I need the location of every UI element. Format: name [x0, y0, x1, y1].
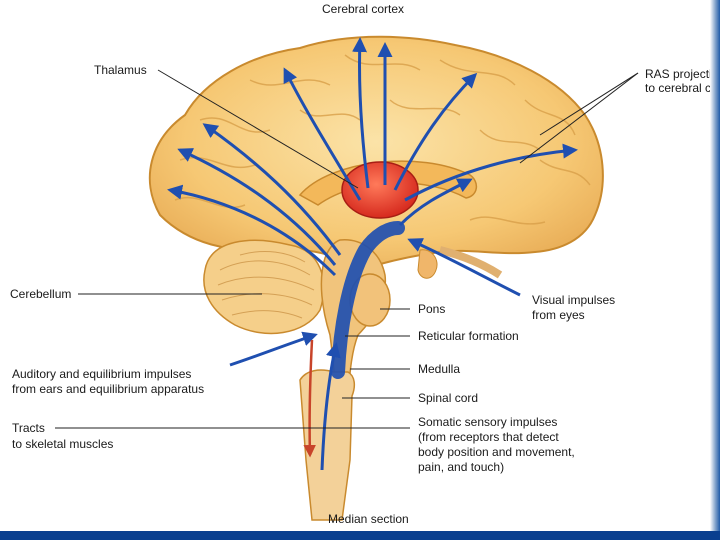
reticular-formation	[331, 221, 405, 379]
label-tracts-2: to skeletal muscles	[12, 437, 114, 451]
visual-impulse-arrow	[407, 238, 521, 297]
label-reticular-formation: Reticular formation	[418, 329, 519, 343]
label-thalamus: Thalamus	[94, 63, 147, 77]
optic-nerve	[439, 246, 503, 279]
gyri-folds	[174, 54, 591, 225]
label-auditory-1: Auditory and equilibrium impulses	[12, 367, 192, 381]
auditory-impulse-arrow	[229, 331, 318, 367]
slide-edge-gradient	[710, 0, 720, 531]
label-tracts-1: Tracts	[12, 421, 45, 435]
label-somatic-1: Somatic sensory impulses	[418, 415, 558, 429]
somatic-impulse-arrow	[320, 342, 341, 471]
ras-projections	[167, 37, 578, 277]
label-ras-projections-1: RAS projecti	[645, 67, 712, 81]
cerebellum-shape	[203, 239, 325, 335]
leader-lines	[55, 69, 639, 429]
cerebellum-folia	[217, 250, 315, 319]
slide-bottom-bar	[0, 531, 720, 540]
label-pons: Pons	[418, 302, 446, 316]
label-auditory-2: from ears and equilibrium apparatus	[12, 382, 205, 396]
label-visual-impulses-2: from eyes	[532, 308, 585, 322]
label-somatic-2: (from receptors that detect	[418, 430, 559, 444]
label-cerebellum: Cerebellum	[10, 287, 72, 301]
label-somatic-4: pain, and touch)	[418, 460, 505, 474]
label-spinal-cord: Spinal cord	[418, 391, 479, 405]
thalamus-shape	[341, 161, 419, 219]
label-cerebral-cortex: Cerebral cortex	[322, 2, 405, 16]
label-ras-projections-2: to cerebral c	[645, 81, 712, 95]
pituitary	[417, 249, 438, 279]
label-median-section: Median section	[328, 512, 409, 526]
label-somatic-3: body position and movement,	[418, 445, 575, 459]
label-visual-impulses-1: Visual impulses	[532, 293, 616, 307]
label-medulla: Medulla	[418, 362, 461, 376]
motor-tract-arrow	[303, 339, 316, 458]
